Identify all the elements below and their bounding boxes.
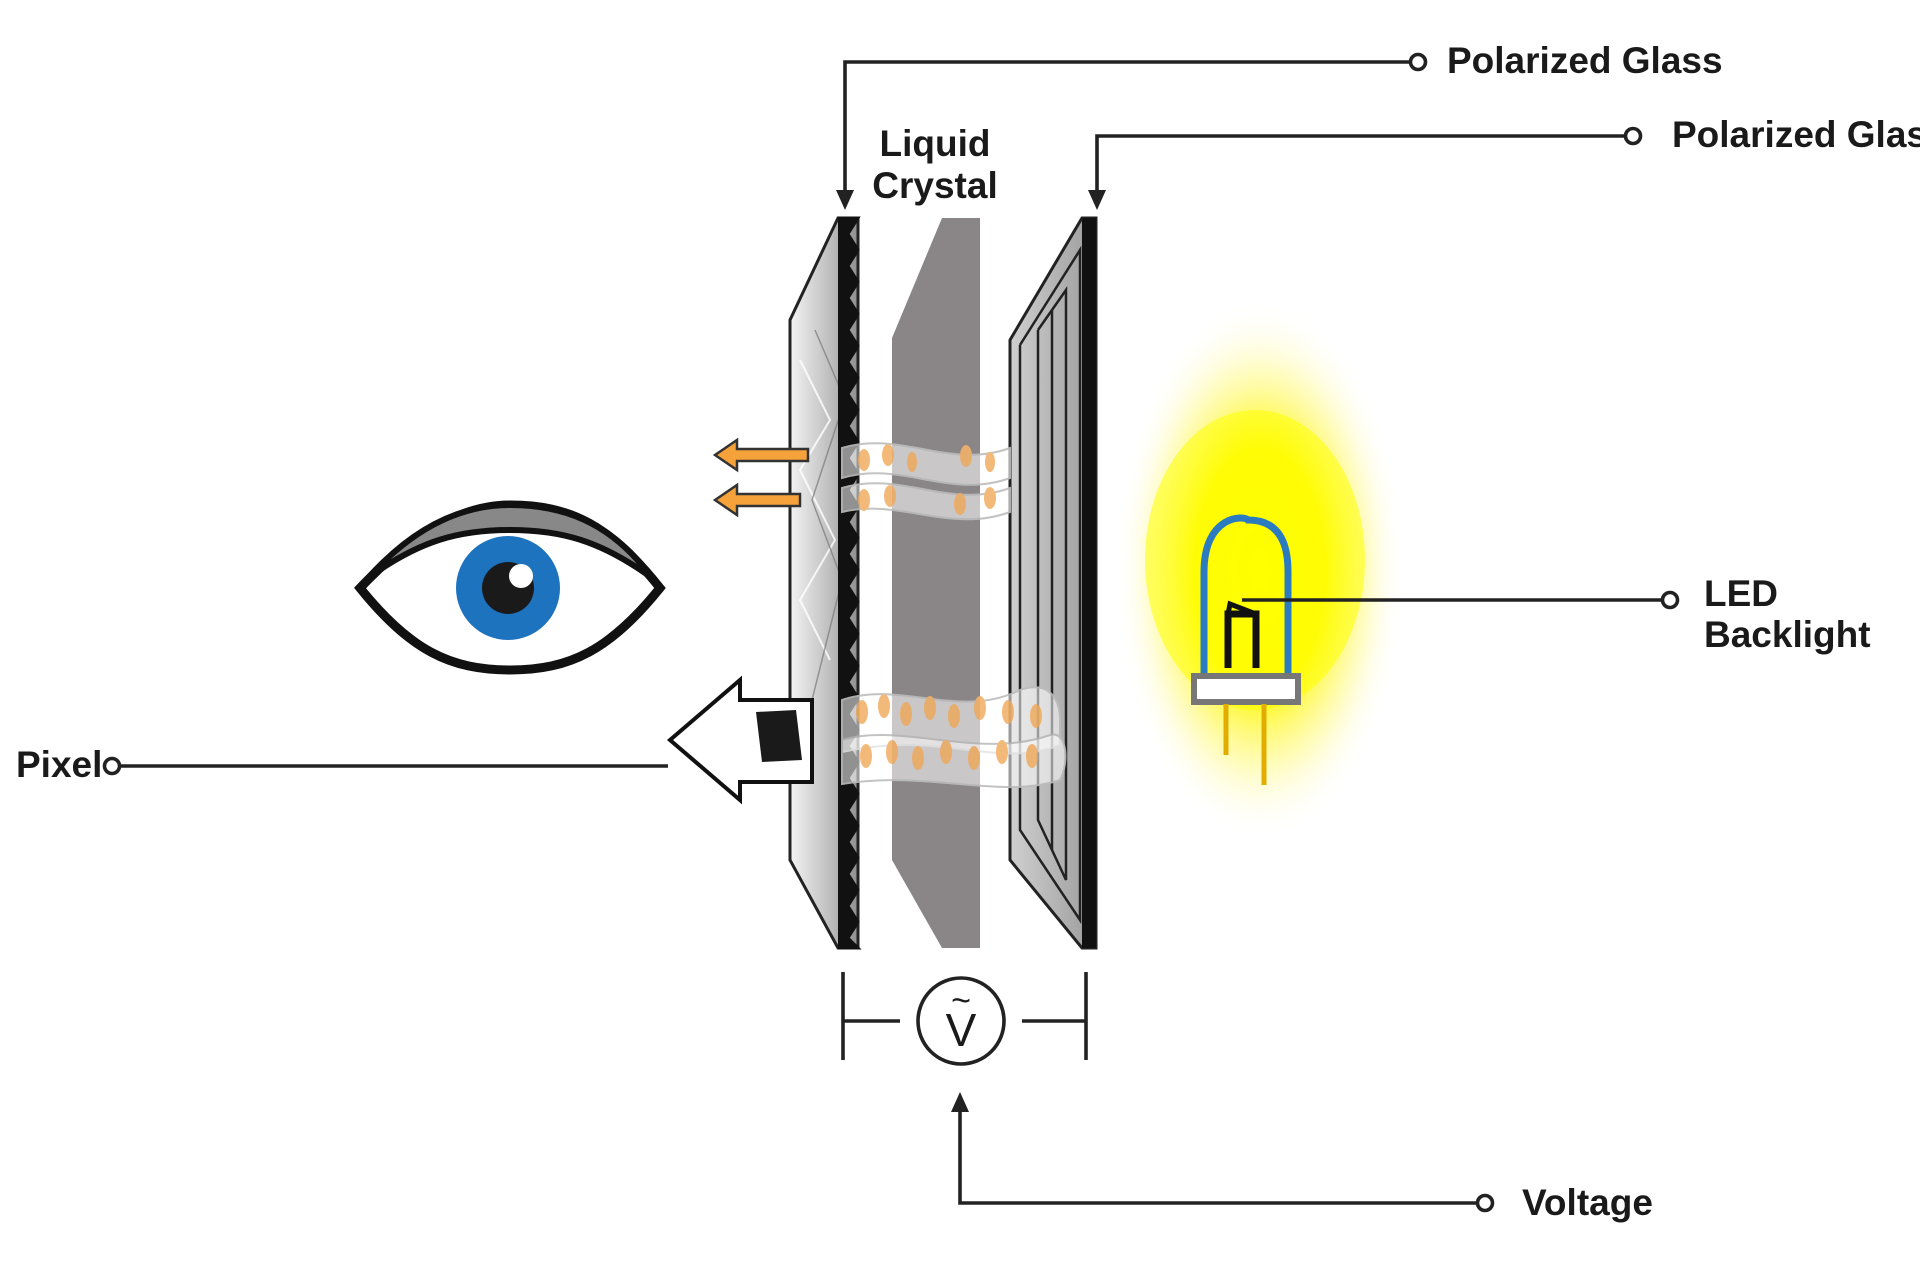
crystal-molecules-lower xyxy=(841,686,1067,789)
voltage-tilde: ~ xyxy=(951,982,971,1020)
label-polarized-glass-front: Polarized Glass xyxy=(1447,40,1723,81)
label-polarized-glass-back: Polarized Glass xyxy=(1672,114,1920,155)
back-polarized-glass xyxy=(1008,216,1098,950)
leader-polarized-glass-front xyxy=(836,52,1428,210)
label-liquid-crystal-line2: Crystal xyxy=(872,165,997,206)
label-led-backlight-line2: Backlight xyxy=(1704,614,1871,655)
leader-led-backlight xyxy=(1242,590,1680,610)
label-voltage: Voltage xyxy=(1522,1182,1653,1223)
leader-pixel xyxy=(102,756,668,776)
voltage-source: V ~ xyxy=(841,972,1088,1066)
label-pixel: Pixel xyxy=(16,744,102,785)
eye-icon xyxy=(354,500,666,675)
leader-voltage xyxy=(951,1092,1495,1213)
leader-polarized-glass-back xyxy=(1088,126,1643,210)
pixel-arrow xyxy=(666,675,814,805)
led-bulb-icon xyxy=(1191,514,1301,785)
label-led-backlight-line1: LED xyxy=(1704,573,1778,614)
light-arrow-upper xyxy=(712,437,810,473)
label-liquid-crystal-line1: Liquid xyxy=(880,123,991,164)
liquid-crystal-panel xyxy=(892,218,980,948)
light-arrow-lower xyxy=(712,482,802,518)
voltage-symbol: V xyxy=(946,1004,977,1056)
crystal-molecules-upper xyxy=(841,442,1011,521)
backlight-glow xyxy=(1115,300,1405,840)
front-polarized-glass xyxy=(788,216,862,950)
